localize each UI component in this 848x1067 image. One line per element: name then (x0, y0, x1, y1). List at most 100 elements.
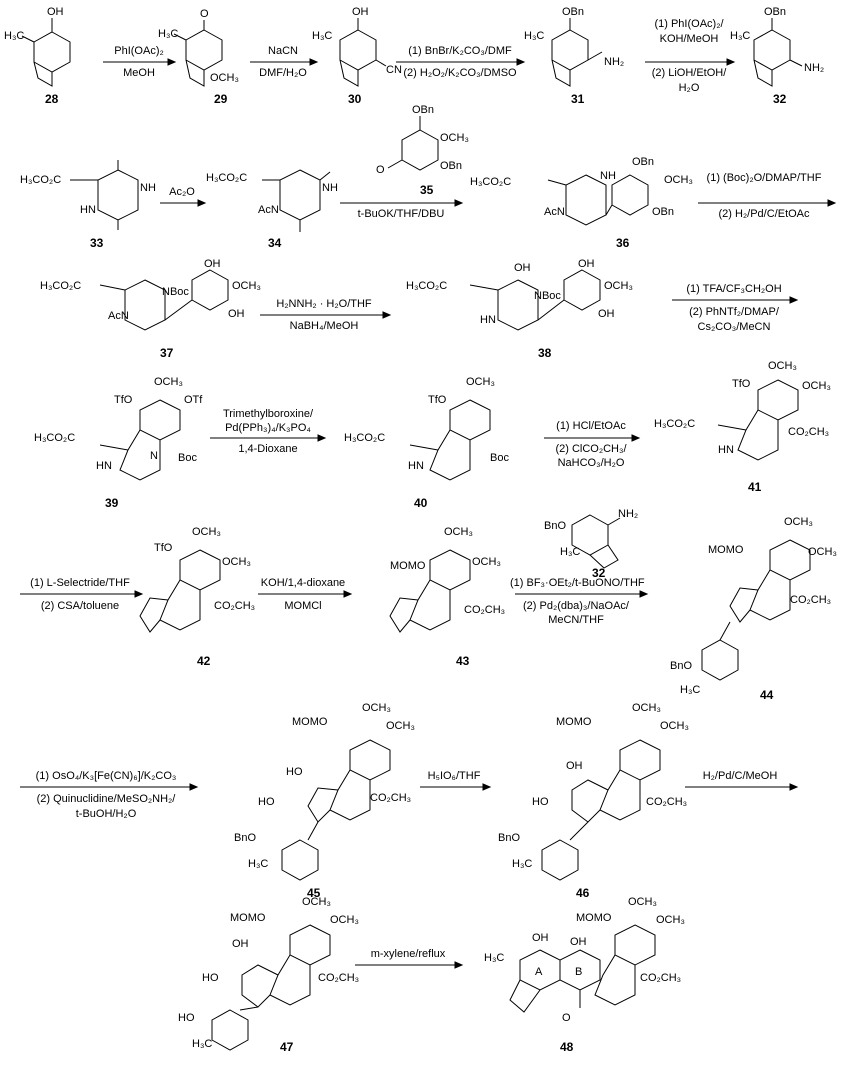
reagent-8-top: H₂NNH₂ · H₂O/THF (276, 298, 372, 310)
group-39-h3co2c: H₃CO₂C (34, 432, 76, 444)
group-41-hn: HN (718, 444, 734, 456)
arrow-30-31 (396, 58, 526, 66)
compound-label-46: 46 (576, 886, 590, 900)
compound-label-39: 39 (105, 496, 119, 510)
structure-42 (139, 549, 221, 633)
group-35-och3: OCH₃ (440, 132, 469, 144)
group-32b-bno: BnO (544, 520, 567, 532)
group-44-h3c: H₃C (680, 684, 701, 696)
group-42-co2ch3: CO₂CH₃ (214, 600, 256, 612)
reagent-7-top: (1) (Boc)₂O/DMAP/THF (706, 172, 822, 184)
group-44-och3b: OCH₃ (808, 546, 837, 558)
group-46-bno: BnO (498, 832, 521, 844)
group-48-oh2: OH (570, 936, 587, 948)
group-39-tfo: TfO (114, 394, 133, 406)
reagent-4-bottom: (2) LiOH/EtOH/ (651, 67, 727, 79)
reagent-14-top: (1) BF₃·OEt₂/t-BuONO/THF (510, 577, 645, 589)
arrow-36-37 (698, 199, 837, 207)
group-37-och3: OCH₃ (232, 280, 261, 292)
group-38-oh2: OH (578, 258, 595, 270)
group-48-mom: MOMO (576, 912, 612, 924)
group-33-hn: HN (80, 204, 96, 216)
group-43-mom: MOMO (390, 560, 426, 572)
reagent-17-top: H₂/Pd/C/MeOH (702, 770, 778, 782)
group-44-co2ch3: CO₂CH₃ (790, 594, 832, 606)
group-34-acn: AcN (258, 204, 279, 216)
reagent-10-bottom: 1,4-Dioxane (238, 443, 298, 455)
arrow-43-44 (515, 590, 649, 598)
compound-label-30: 30 (348, 92, 362, 106)
group-39-hn: HN (96, 460, 112, 472)
compound-label-48: 48 (560, 1040, 574, 1054)
structure-31 (551, 18, 603, 87)
group-48-ring-b: B (575, 966, 583, 978)
reagent-10-top: Trimethylboroxine/ (222, 408, 314, 420)
group-39-otf: OTf (184, 394, 203, 406)
group-38-och3: OCH₃ (604, 280, 633, 292)
compound-label-34: 34 (268, 236, 282, 250)
compound-label-35: 35 (420, 183, 434, 197)
group-46-h3c: H₃C (512, 858, 533, 870)
group-40-h3co2c: H₃CO₂C (344, 432, 386, 444)
reagent-11-top: (1) HCl/EtOAc (556, 420, 626, 432)
structure-bonds (21, 18, 811, 1051)
arrow-34-36 (340, 199, 464, 207)
group-36-obn2: OBn (652, 206, 675, 218)
reagent-4-bottom2: H₂O (678, 82, 700, 94)
compound-label-32-repeat: 32 (592, 566, 606, 580)
group-36-obn: OBn (632, 156, 655, 168)
group-40-hn: HN (408, 460, 424, 472)
group-45-och3b: OCH₃ (386, 720, 415, 732)
group-45-co2ch3: CO₂CH₃ (370, 792, 412, 804)
group-30-oh: OH (352, 6, 369, 18)
group-41-tfo: TfO (732, 378, 751, 390)
reagent-1-top: PhI(OAc)₂ (114, 45, 164, 57)
structure-48 (509, 924, 656, 1013)
reagent-15-top: (1) OsO₄/K₃[Fe(CN)₆]/K₂CO₃ (35, 770, 177, 782)
group-34-h3co2c: H₃CO₂C (206, 172, 248, 184)
arrow-33-34 (160, 199, 207, 207)
reagent-5-top: Ac₂O (169, 186, 195, 198)
structure-46 (541, 739, 661, 881)
compound-label-45: 45 (307, 886, 321, 900)
group-46-co2ch3: CO₂CH₃ (646, 796, 688, 808)
group-48-och3b: OCH₃ (656, 914, 685, 926)
group-35-obn: OBn (412, 104, 435, 116)
group-47-co2ch3: CO₂CH₃ (318, 972, 360, 984)
group-44-bno: BnO (670, 660, 693, 672)
group-36-nh: NH (600, 170, 616, 182)
reagent-9-bottom2: Cs₂CO₃/MeCN (697, 321, 771, 333)
group-32-h3c: H₃C (730, 30, 751, 42)
compound-label-28: 28 (45, 92, 59, 106)
reaction-arrows (20, 58, 837, 969)
group-45-h3c: H₃C (248, 858, 269, 870)
reagent-13-top: KOH/1,4-dioxane (260, 577, 346, 589)
group-31-obn: OBn (562, 6, 585, 18)
group-48-co2ch3: CO₂CH₃ (640, 972, 682, 984)
structure-33 (70, 160, 139, 230)
group-37-oh2: OH (228, 308, 245, 320)
group-40-tfo: TfO (428, 394, 447, 406)
compound-label-47: 47 (280, 1040, 294, 1054)
reagent-9-bottom: (2) PhNTf₂/DMAP/ (689, 306, 779, 318)
group-47-och3b: OCH₃ (330, 914, 359, 926)
group-48-ring-a: A (535, 966, 543, 978)
group-45-mom: MOMO (292, 716, 328, 728)
compound-label-37: 37 (160, 346, 174, 360)
group-48-oh: OH (532, 932, 549, 944)
structure-35 (387, 116, 439, 171)
reagent-8-bottom: NaBH₄/MeOH (289, 320, 359, 332)
compound-label-32: 32 (773, 92, 787, 106)
reagent-9-top: (1) TFA/CF₃CH₂OH (686, 283, 782, 295)
arrow-39-40 (210, 434, 327, 442)
group-37-acn: AcN (108, 310, 129, 322)
group-45-ho: HO (286, 766, 303, 778)
reagent-15-bottom: (2) Quinuclidine/MeSO₂NH₂/ (36, 793, 176, 805)
structure-36 (547, 174, 649, 226)
reagent-16-top: H₅IO₆/THF (427, 770, 481, 782)
structure-29 (173, 20, 223, 87)
group-38-oh3: OH (598, 308, 615, 320)
group-32-nh2: NH₂ (804, 62, 825, 74)
group-47-oh: OH (232, 938, 249, 950)
